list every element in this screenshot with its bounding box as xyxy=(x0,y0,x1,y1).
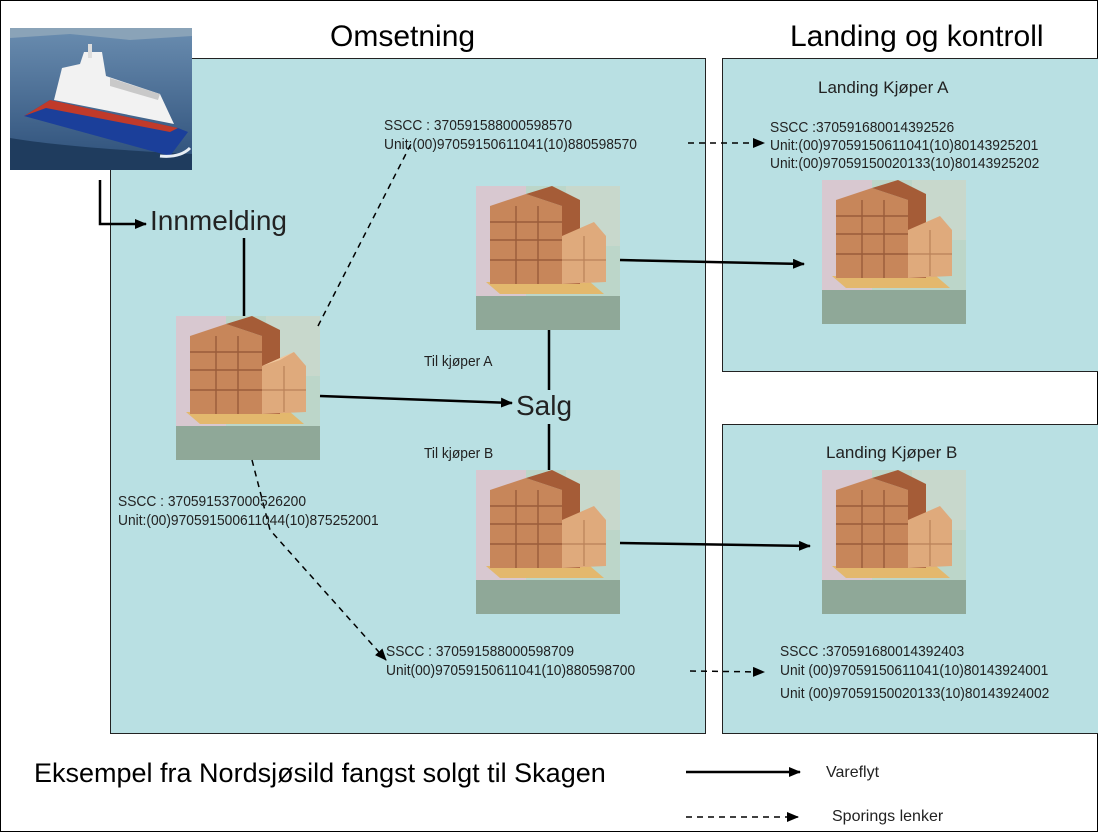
legend-vareflyt-label: Vareflyt xyxy=(826,764,880,781)
landing-buyer-b-label: Landing Kjøper B xyxy=(826,443,958,462)
trace-link-b-to-landing xyxy=(689,666,765,677)
pallet-to-salg-arrow xyxy=(319,394,513,408)
buyer-b-to-landing-arrow xyxy=(619,540,811,551)
landing-buyer-a-label: Landing Kjøper A xyxy=(818,78,949,97)
buyer-a-to-landing-arrow xyxy=(619,258,805,269)
pallet-landing-b-image xyxy=(822,470,966,614)
landing-a-unit1-text: Unit:(00)97059150611041(10)80143925201 xyxy=(770,137,1039,154)
landing-b-sscc-text: SSCC :370591680014392403 xyxy=(780,643,965,660)
landing-a-unit2-text: Unit:(00)97059150020133(10)80143925202 xyxy=(770,155,1040,172)
til-kjoper-a-label: Til kjøper A xyxy=(424,353,493,370)
fishing-vessel-image xyxy=(10,28,192,170)
innmelding-label: Innmelding xyxy=(150,205,287,236)
landing-header: Landing og kontroll xyxy=(790,20,1044,53)
landing-b-unit1-text: Unit (00)97059150611041(10)80143924001 xyxy=(780,662,1049,679)
trace-link-source-to-b xyxy=(251,459,387,661)
source-sscc-text: SSCC : 370591537000526200 xyxy=(118,493,306,510)
buyer-b-sscc-text: SSCC : 370591588000598709 xyxy=(386,643,574,660)
caption: Eksempel fra Nordsjøsild fangst solgt ti… xyxy=(34,758,606,788)
legend-sporing-label: Sporings lenker xyxy=(832,808,944,825)
trace-link-source-to-a xyxy=(317,141,413,327)
buyer-b-unit-text: Unit(00)97059150611041(10)880598700 xyxy=(386,662,636,679)
source-unit-text: Unit:(00)970591500611044(10)875252001 xyxy=(118,512,379,529)
omsetning-header: Omsetning xyxy=(330,20,476,53)
buyer-a-sscc-text: SSCC : 370591588000598570 xyxy=(384,117,572,134)
landing-a-sscc-text: SSCC :370591680014392526 xyxy=(770,119,955,136)
til-kjoper-b-label: Til kjøper B xyxy=(424,445,494,462)
landing-b-unit2-text: Unit (00)97059150020133(10)80143924002 xyxy=(780,685,1050,702)
pallet-buyer-b-image xyxy=(476,470,620,614)
pallet-source-image xyxy=(176,316,320,460)
buyer-a-unit-text: Unit:(00)97059150611041(10)880598570 xyxy=(384,136,637,153)
pallet-buyer-a-image xyxy=(476,186,620,330)
ship-to-innmelding-arrow xyxy=(98,180,147,229)
pallet-landing-a-image xyxy=(822,180,966,324)
salg-label: Salg xyxy=(516,390,573,421)
